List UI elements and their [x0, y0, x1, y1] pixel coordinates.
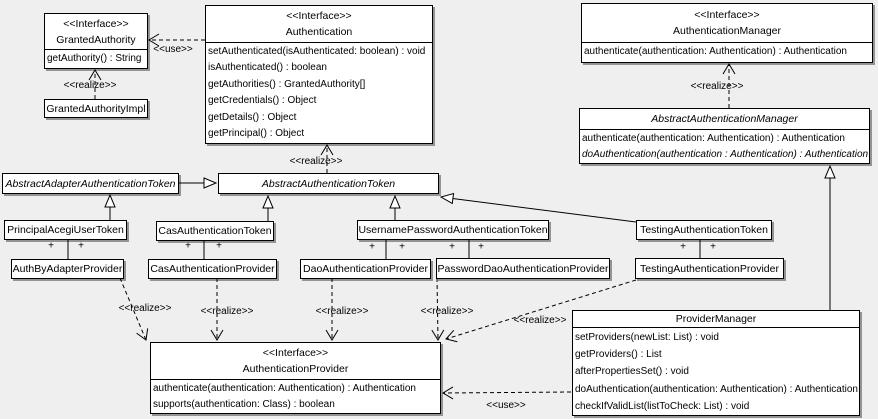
realize-label: <<realize>>	[420, 306, 474, 317]
class-principal-acegi-user-token[interactable]: PrincipalAcegiUserToken	[4, 220, 127, 240]
multiplicity-label: +	[48, 240, 54, 252]
generalization-testing-to-token	[439, 192, 637, 223]
multiplicity-label: +	[710, 241, 716, 253]
stereotype-label: <<Interface>>	[262, 347, 329, 359]
realize-label: <<realize>>	[513, 315, 567, 326]
class-testing-authentication-provider[interactable]: TestingAuthenticationProvider	[635, 258, 784, 279]
method-row: getCredentials() : Object	[208, 95, 317, 107]
method-row: doAuthentication(authentication: Authent…	[575, 383, 858, 395]
class-name: UsernamePasswordAuthenticationToken	[358, 224, 548, 236]
class-granted-authority[interactable]: <<Interface>> GrantedAuthority getAuthor…	[44, 13, 148, 69]
multiplicity-label: +	[369, 241, 375, 253]
class-username-password-authentication-token[interactable]: UsernamePasswordAuthenticationToken	[357, 220, 549, 240]
class-name: CasAuthenticationToken	[158, 225, 272, 237]
class-testing-authentication-token[interactable]: TestingAuthenticationToken	[636, 220, 772, 240]
use-label: <<use>>	[486, 400, 526, 411]
class-cas-authentication-provider[interactable]: CasAuthenticationProvider	[148, 259, 277, 279]
method-row: isAuthenticated() : boolean	[208, 62, 327, 74]
realize-label: <<realize>>	[118, 303, 172, 314]
multiplicity-label: +	[449, 241, 455, 253]
class-name: PasswordDaoAuthenticationProvider	[437, 262, 609, 275]
class-name: ProviderManager	[675, 313, 757, 325]
class-cas-authentication-token[interactable]: CasAuthenticationToken	[156, 221, 274, 241]
method-row: getAuthority() : String	[47, 53, 142, 64]
dashed-connectors	[88, 33, 736, 400]
class-name: CasAuthenticationProvider	[150, 263, 275, 275]
realize-label: <<realize>>	[63, 80, 117, 91]
class-authentication-provider[interactable]: <<Interface>> AuthenticationProvider aut…	[150, 342, 441, 414]
multiplicity-label: +	[216, 240, 222, 252]
multiplicity-label: +	[399, 241, 405, 253]
class-granted-authority-impl[interactable]: GrantedAuthorityImpl	[44, 99, 148, 118]
class-password-dao-authentication-provider[interactable]: PasswordDaoAuthenticationProvider	[436, 258, 610, 279]
method-row: supports(authentication: Class) : boolea…	[153, 399, 335, 410]
method-row: getDetails() : Object	[208, 111, 297, 123]
class-name: TestingAuthenticationProvider	[640, 262, 779, 275]
realize-label: <<realize>>	[690, 81, 744, 92]
class-auth-by-adapter-provider[interactable]: AuthByAdapterProvider	[11, 259, 124, 279]
class-name: Authentication	[285, 26, 353, 38]
class-name: AuthenticationProvider	[242, 363, 349, 375]
method-row: authenticate(authentication: Authenticat…	[153, 383, 416, 394]
class-name: PrincipalAcegiUserToken	[7, 224, 124, 236]
multiplicity-label: +	[185, 240, 191, 252]
class-abstract-authentication-manager[interactable]: AbstractAuthenticationManager authentica…	[579, 108, 870, 164]
method-row: doAuthentication(authentication : Authen…	[582, 149, 869, 160]
method-row: getProviders() : List	[575, 349, 662, 361]
multiplicity-label: +	[680, 241, 686, 253]
method-row: checkIfValidList(listToCheck: List) : vo…	[575, 400, 750, 412]
class-name: AbstractAuthenticationManager	[651, 113, 798, 125]
class-name: AbstractAuthenticationToken	[261, 177, 396, 190]
multiplicity-label: +	[478, 241, 484, 253]
method-row: setAuthenticated(isAuthenticated: boolea…	[208, 46, 426, 57]
stereotype-label: <<Interface>>	[63, 17, 129, 30]
generalization-connectors	[104, 164, 836, 310]
class-name: AuthenticationManager	[673, 25, 781, 37]
association-connectors	[67, 240, 701, 259]
stereotype-label: <<Interface>>	[286, 10, 352, 22]
use-providermanager-to-authenticationprovider	[442, 386, 572, 400]
class-abstract-authentication-token[interactable]: AbstractAuthenticationToken	[218, 173, 439, 194]
class-name: DaoAuthenticationProvider	[303, 263, 428, 275]
class-dao-authentication-provider[interactable]: DaoAuthenticationProvider	[300, 259, 431, 279]
method-row: getAuthorities() : GrantedAuthority[]	[208, 78, 366, 90]
class-name: TestingAuthenticationToken	[640, 224, 768, 236]
class-name: GrantedAuthority	[56, 33, 136, 46]
method-row: afterPropertiesSet() : void	[575, 366, 689, 378]
realize-authbyadapter-provider	[119, 277, 149, 341]
realize-passworddao-provider	[431, 277, 445, 341]
multiplicity-label: +	[78, 240, 84, 252]
class-authentication[interactable]: <<Interface>> Authentication setAuthenti…	[205, 5, 433, 144]
realize-label: <<realize>>	[289, 156, 343, 167]
realize-label: <<realize>>	[200, 306, 254, 317]
stereotype-label: <<Interface>>	[694, 9, 760, 21]
class-name: AuthByAdapterProvider	[12, 263, 123, 275]
method-row: authenticate(authentication: Authenticat…	[582, 133, 845, 144]
class-abstract-adapter-authentication-token[interactable]: AbstractAdapterAuthenticationToken	[2, 173, 179, 194]
class-name: AbstractAdapterAuthenticationToken	[5, 177, 176, 190]
class-name: GrantedAuthorityImpl	[46, 102, 146, 115]
class-authentication-manager[interactable]: <<Interface>> AuthenticationManager auth…	[581, 3, 873, 63]
method-row: authenticate(authentication: Authenticat…	[584, 46, 847, 57]
realize-testing-provider	[445, 279, 637, 343]
method-row: getPrincipal() : Object	[208, 128, 305, 140]
class-provider-manager[interactable]: ProviderManager setProviders(newList: Li…	[572, 310, 860, 416]
realize-label: <<realize>>	[315, 306, 369, 317]
use-label: <<use>>	[153, 44, 193, 55]
method-row: setProviders(newList: List) : void	[575, 332, 719, 343]
